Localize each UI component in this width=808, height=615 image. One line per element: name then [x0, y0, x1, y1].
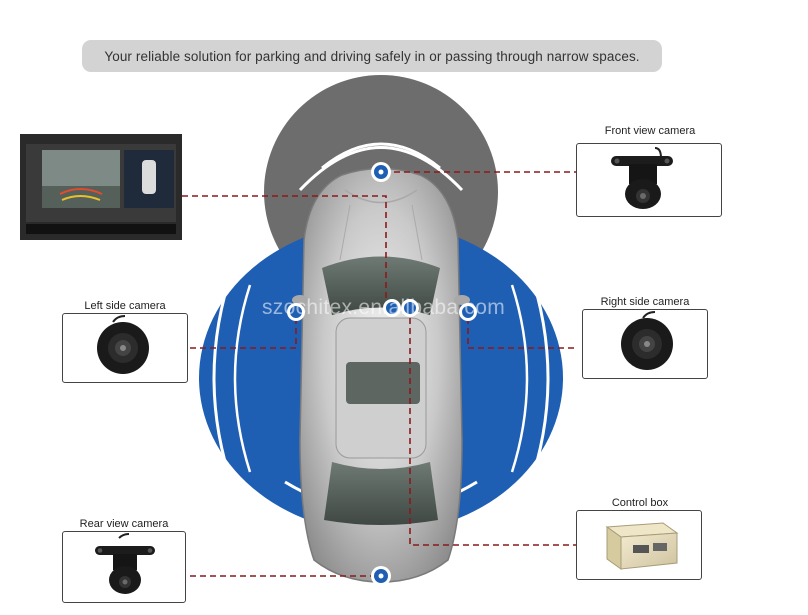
car-top-view — [292, 167, 470, 583]
rear-camera-label: Rear view camera — [79, 518, 169, 530]
front-camera-box — [576, 143, 722, 217]
right-camera-connector — [467, 318, 578, 349]
camera-markers — [287, 162, 477, 586]
front-camera-icon — [611, 147, 673, 209]
monitor-connector — [182, 195, 387, 300]
side-camera-icon — [97, 315, 149, 374]
rear-camera-icon — [95, 533, 155, 594]
banner-text: Your reliable solution for parking and d… — [104, 48, 640, 64]
left-camera-box — [62, 313, 188, 383]
right-camera-box — [582, 309, 708, 379]
banner: Your reliable solution for parking and d… — [82, 40, 662, 72]
side-camera-icon — [621, 311, 673, 370]
rear-camera-box — [62, 531, 186, 603]
control-box-box — [576, 510, 702, 580]
right-camera-label: Right side camera — [600, 296, 690, 308]
watermark: szochitex.en.alibaba.com — [262, 296, 505, 319]
control-box-label: Control box — [611, 497, 669, 509]
monitor-display-icon — [20, 134, 182, 240]
connector-lines — [182, 171, 578, 577]
control-box-icon — [605, 522, 679, 570]
front-camera-label: Front view camera — [604, 125, 696, 137]
control-box-connector — [409, 318, 578, 546]
left-camera-connector — [190, 320, 297, 349]
left-camera-label: Left side camera — [84, 300, 166, 312]
